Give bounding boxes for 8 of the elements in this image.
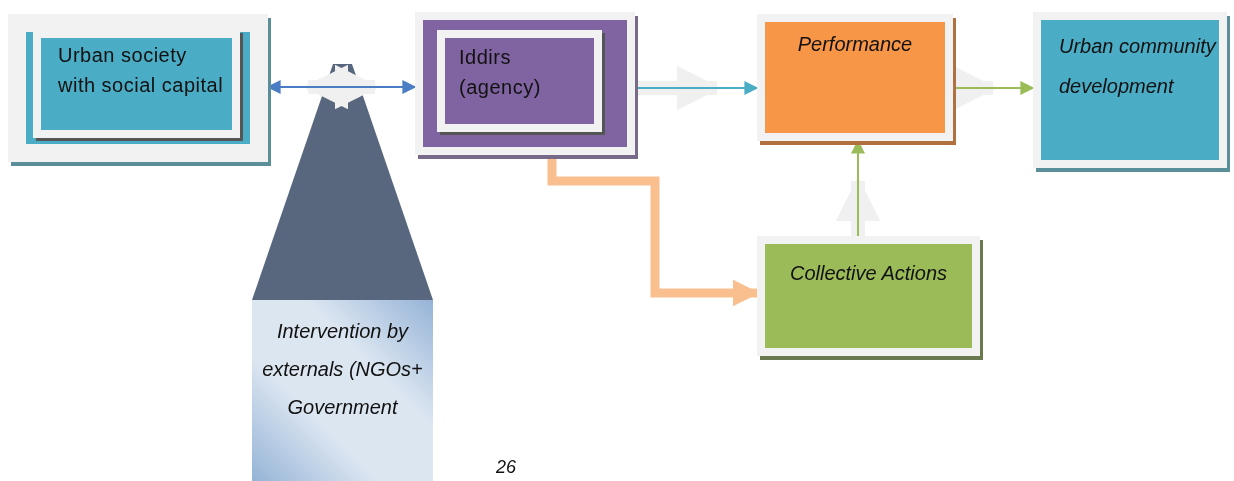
box-label: Collective Actions	[788, 261, 949, 286]
page-number: 26	[496, 456, 517, 479]
box-label: Urban community development	[1059, 34, 1218, 99]
callout-box	[252, 300, 433, 481]
box-label: Intervention by externals (NGOs+ Government	[261, 319, 424, 420]
box-label: Iddirs (agency)	[459, 45, 542, 100]
box-label: Urban society with social capital	[58, 43, 225, 98]
box-label: Performance	[796, 32, 914, 57]
